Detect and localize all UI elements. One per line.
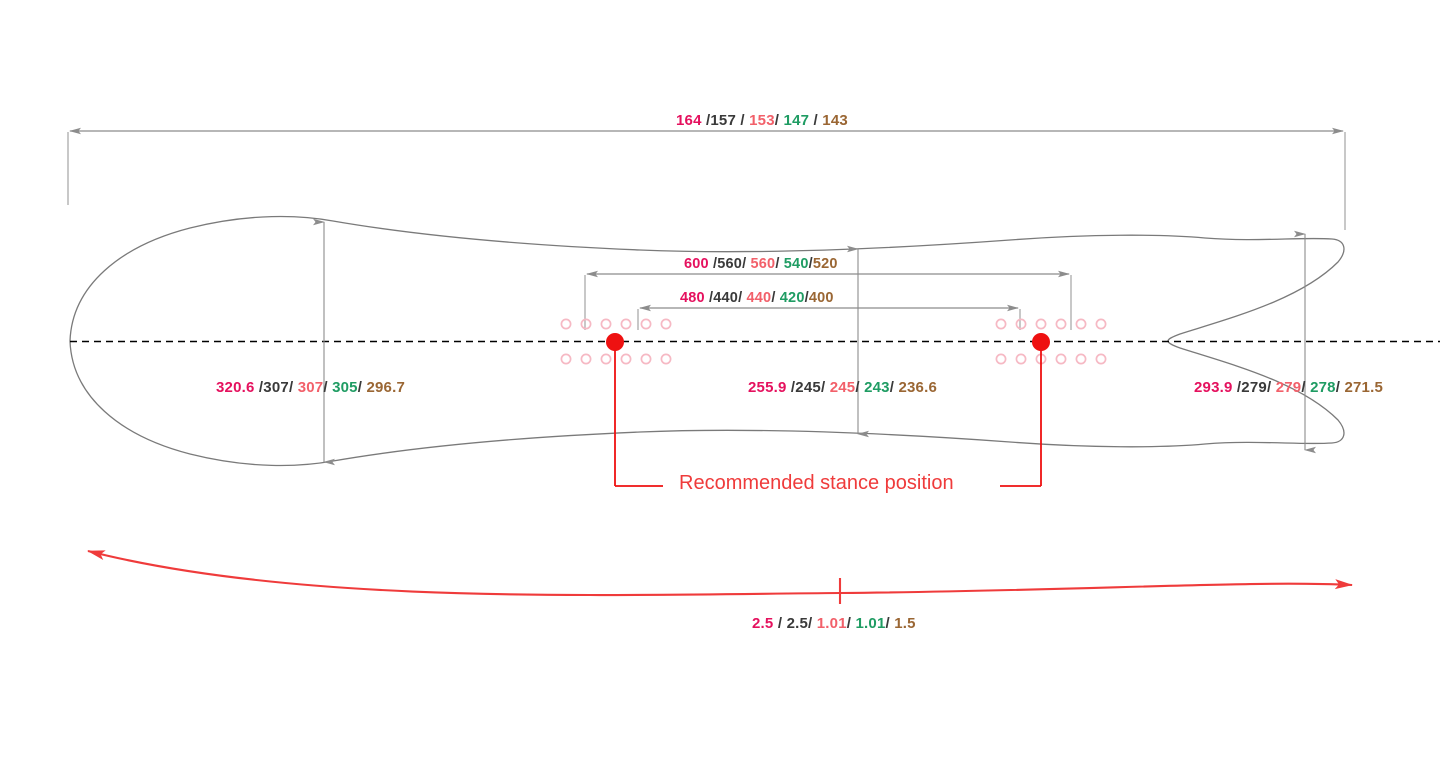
overall-length-dimension (67, 127, 1346, 230)
insert-holes-left (560, 318, 672, 365)
tail-width-label: 293.9 /279/ 279/ 278/ 271.5 (1194, 379, 1384, 396)
insert-holes-right (995, 318, 1107, 365)
camber-profile-arrow (87, 549, 1353, 604)
stance-width-min-label: 480 /440/ 440/ 420/400 (680, 290, 834, 306)
stance-width-min-dimension (637, 304, 1021, 330)
stance-width-max-label: 600 /560/ 560/ 540/520 (684, 256, 838, 272)
nose-width-label: 320.6 /307/ 307/ 305/ 296.7 (216, 379, 406, 396)
waist-width-label: 255.9 /245/ 245/ 243/ 236.6 (748, 379, 938, 396)
recommended-stance-position-label: Recommended stance position (679, 472, 954, 494)
stance-width-max-dimension (584, 270, 1072, 330)
stance-marker-left (606, 333, 663, 487)
overall-length-label: 164 /157 / 153/ 147 / 143 (676, 112, 848, 129)
camber-height-label: 2.5 / 2.5/ 1.01/ 1.01/ 1.5 (752, 615, 916, 632)
stance-marker-right (1000, 333, 1050, 487)
